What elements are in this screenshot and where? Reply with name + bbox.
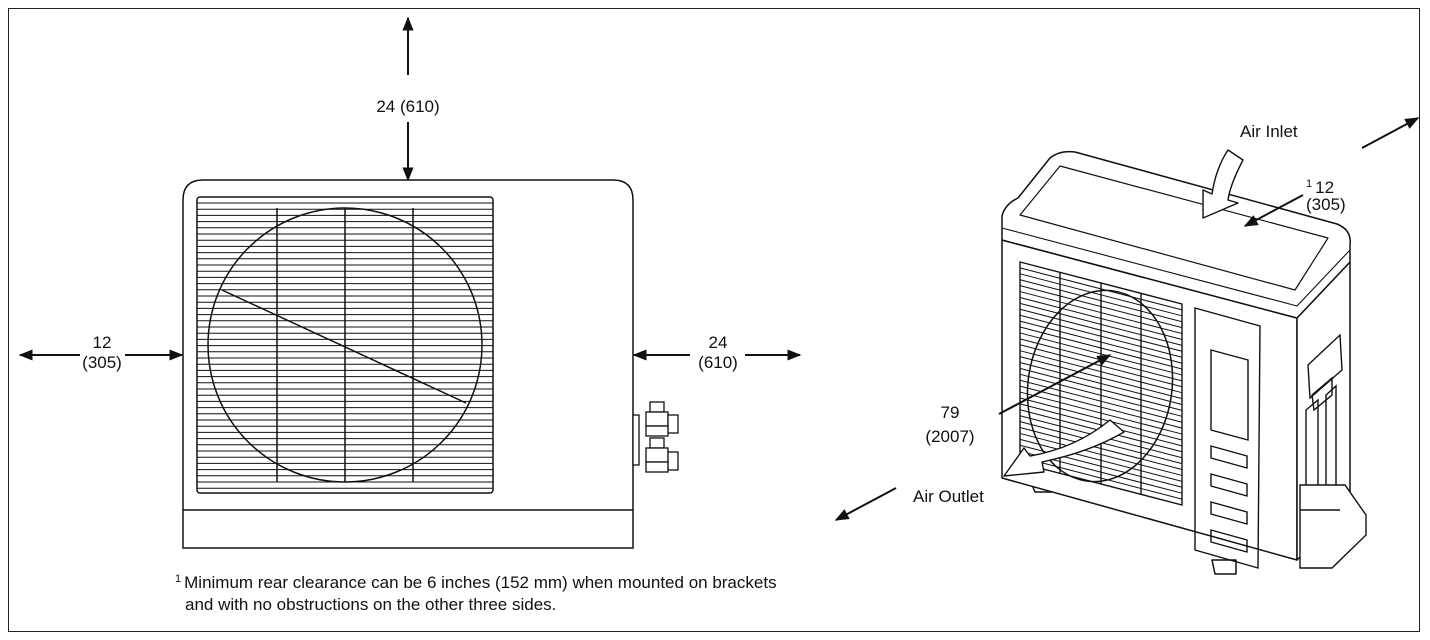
footnote-line-2: and with no obstructions on the other th… — [185, 595, 557, 614]
left-clearance-inches: 12 — [92, 333, 112, 352]
rear-footnote-mark: 1 — [1306, 178, 1313, 190]
footnote-mark: 1 — [175, 573, 182, 585]
airflow-arrows — [1003, 149, 1244, 477]
left-clearance-mm: (305) — [82, 353, 122, 372]
service-valves — [632, 401, 679, 473]
top-clearance-label: 24 (610) — [376, 97, 440, 116]
rear-clearance-inches-value: 12 — [1315, 178, 1335, 197]
front-clearance-inches: 79 — [940, 403, 960, 422]
front-view-arrows — [18, 16, 802, 361]
footnote-line-1-text: Minimum rear clearance can be 6 inches (… — [184, 573, 777, 592]
isometric-panel — [1194, 307, 1367, 569]
air-inlet-label: Air Inlet — [1240, 122, 1298, 141]
right-clearance-inches: 24 — [708, 333, 728, 352]
rear-clearance-mm: (305) — [1306, 195, 1346, 214]
isometric-clearance-arrows — [834, 117, 1420, 521]
front-clearance-mm: (2007) — [925, 427, 975, 446]
isometric-unit — [1001, 150, 1351, 575]
diagram-frame — [8, 8, 1420, 632]
right-clearance-mm: (610) — [698, 353, 738, 372]
front-view-unit — [182, 179, 634, 549]
air-outlet-label: Air Outlet — [913, 487, 984, 506]
